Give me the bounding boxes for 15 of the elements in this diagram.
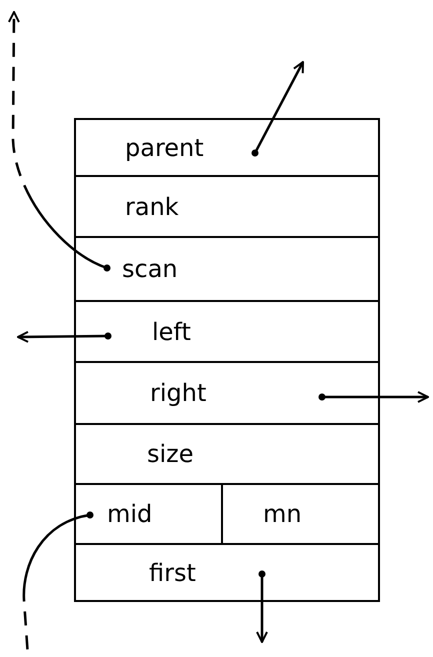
field-name: left xyxy=(152,320,191,344)
field-name: size xyxy=(147,442,194,466)
field-name: parent xyxy=(125,136,204,160)
field-name: right xyxy=(150,381,206,405)
pointer-arrow xyxy=(318,391,429,403)
record-box xyxy=(74,118,380,602)
field-name: mid xyxy=(107,502,152,526)
pointer-arrow xyxy=(8,11,110,272)
field-name: rank xyxy=(125,194,179,218)
pointer-arrow xyxy=(17,330,112,343)
field-name: first xyxy=(149,560,196,584)
pointer-arrow xyxy=(252,61,304,156)
field-name: mn xyxy=(263,502,302,526)
pointer-arrow xyxy=(256,570,268,643)
field-name: scan xyxy=(122,257,178,281)
